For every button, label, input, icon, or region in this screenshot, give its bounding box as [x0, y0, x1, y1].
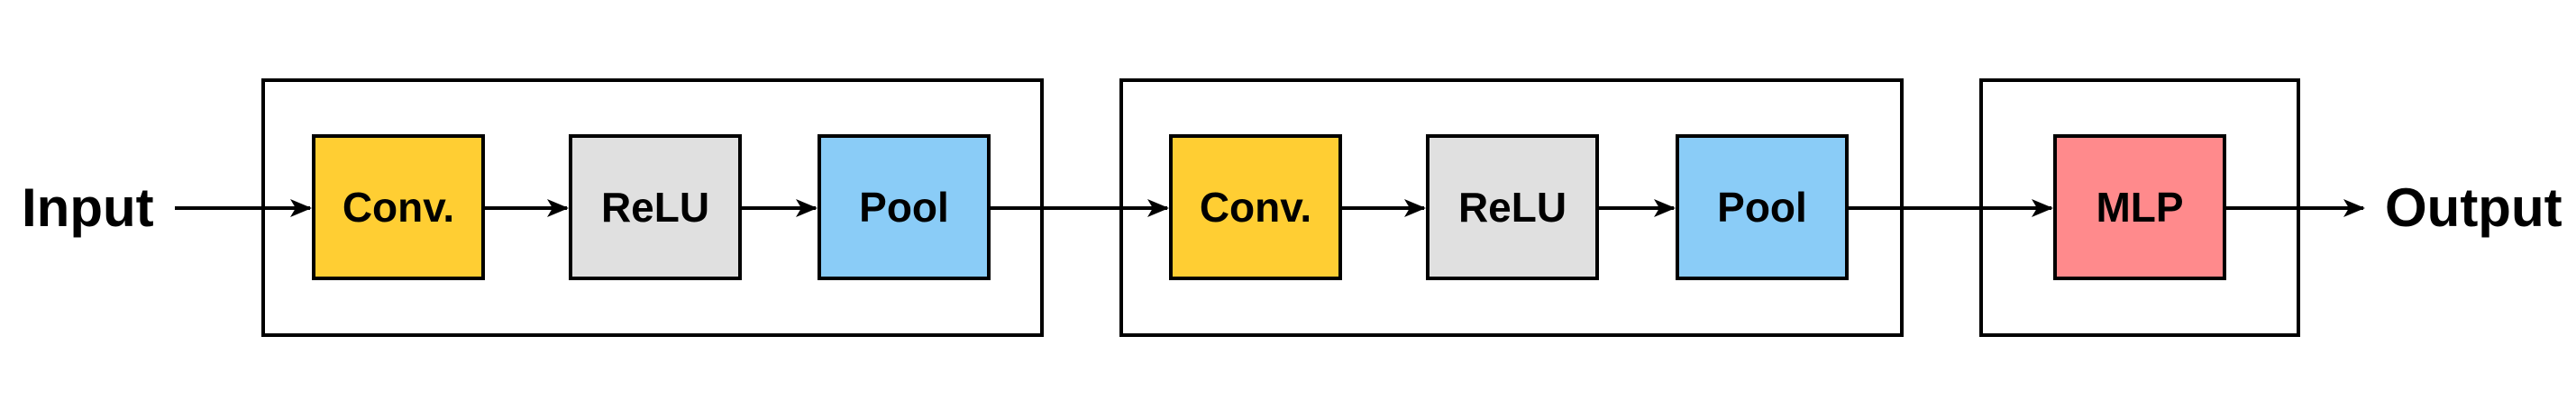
- stage-1-conv-label: Conv.: [343, 184, 454, 231]
- stage-2-pool-label: Pool: [1717, 184, 1807, 231]
- stage-2-relu-label: ReLU: [1458, 184, 1567, 231]
- output-label: Output: [2385, 177, 2562, 238]
- stage-1-pool-label: Pool: [859, 184, 949, 231]
- stage-1-relu-label: ReLU: [601, 184, 709, 231]
- stage-1-pool-node: [818, 134, 991, 280]
- input-label: Input: [22, 177, 154, 238]
- stage-3-mlp-label: MLP: [2096, 184, 2183, 231]
- stage-2-relu-node: [1426, 134, 1599, 280]
- stage-2-conv-node: [1169, 134, 1342, 280]
- stage-2-pool-node: [1676, 134, 1849, 280]
- stage-1-relu-node: [569, 134, 742, 280]
- stage-3-mlp-node: [2053, 134, 2226, 280]
- stage-2-conv-label: Conv.: [1200, 184, 1311, 231]
- stage-1-conv-node: [312, 134, 485, 280]
